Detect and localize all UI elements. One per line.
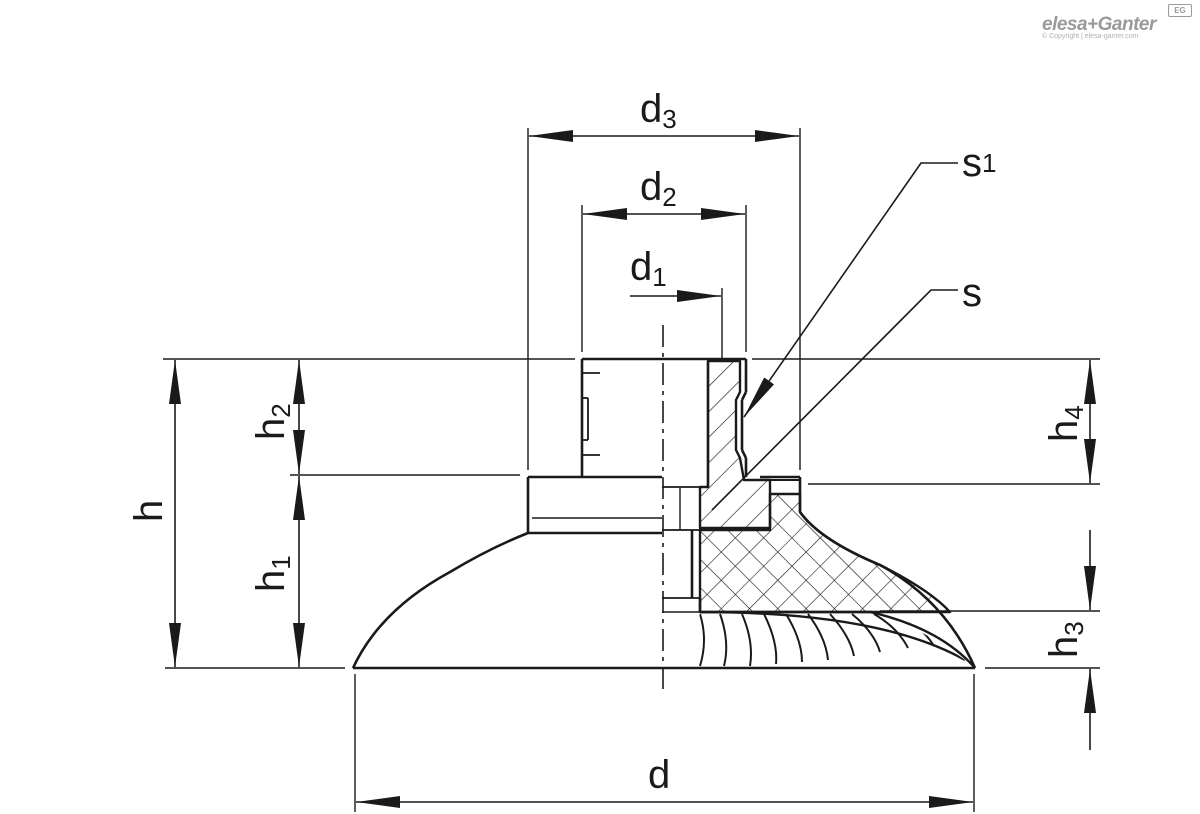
part-outline — [351, 357, 977, 670]
label-h2: h2 — [249, 403, 296, 440]
dimension-lines — [169, 130, 1096, 808]
label-h4: h4 — [1042, 405, 1089, 442]
label-s: s — [962, 271, 982, 315]
label-h3: h3 — [1042, 621, 1089, 658]
brand-badge: EG — [1168, 4, 1192, 17]
insert-section-hatch — [698, 359, 772, 530]
label-h: h — [127, 500, 171, 522]
label-d: d — [648, 753, 670, 797]
dimension-labels: d3 d2 d1 d s1 s h h2 h1 h4 h3 — [127, 87, 1089, 797]
rib-fan — [699, 612, 966, 667]
brand-copyright: © Copyright | elesa-ganter.com — [1042, 33, 1139, 40]
label-h1: h1 — [249, 555, 296, 592]
rubber-section-hatch — [698, 492, 952, 614]
brand-name: elesa+Ganter — [1042, 14, 1156, 35]
label-d1: d1 — [630, 245, 667, 292]
label-d2: d2 — [640, 165, 677, 212]
brand-logo: elesa+Ganter © Copyright | elesa-ganter.… — [1014, 4, 1194, 40]
label-d3: d3 — [640, 87, 677, 134]
extension-lines — [163, 128, 1100, 812]
label-s1: s1 — [962, 141, 996, 185]
